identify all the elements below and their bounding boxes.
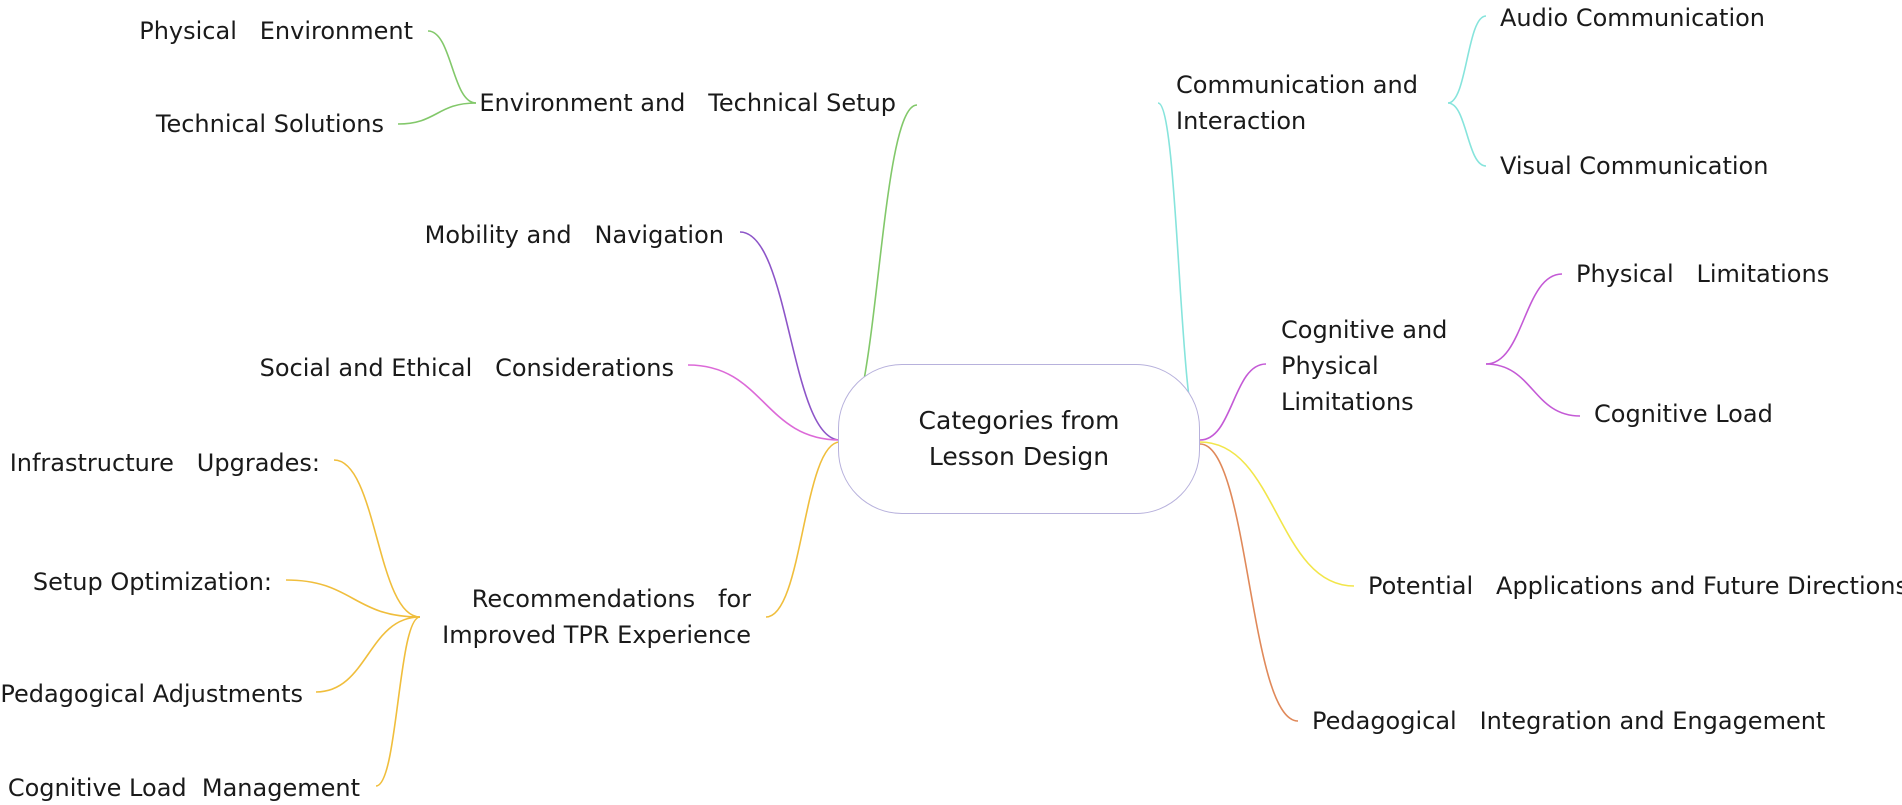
branch-pedagogical-integration: Pedagogical Integration and Engagement [1312, 707, 1826, 735]
branch-environment-technical-setup: Environment and Technical Setup [479, 89, 896, 117]
connector-environment-technical [397, 102, 477, 125]
connector-comm-audio [1447, 15, 1487, 104]
connector-reco-pedagogical [315, 616, 421, 693]
root-node: Categories from Lesson Design [838, 364, 1200, 514]
connector-root-mobility [739, 231, 841, 441]
branch-mobility-navigation: Mobility and Navigation [424, 221, 724, 249]
connector-cogphys-cognitive [1485, 363, 1581, 417]
connector-root-recommendations [765, 441, 841, 618]
connector-environment-physical [427, 30, 477, 104]
branch-communication-interaction: Communication and Interaction [1176, 71, 1418, 135]
leaf-audio-communication: Audio Communication [1500, 4, 1766, 32]
leaf-pedagogical-adjustments: Pedagogical Adjustments [0, 680, 303, 708]
connector-root-potential [1199, 441, 1355, 587]
branch-social-ethical-considerations: Social and Ethical Considerations [259, 354, 674, 382]
leaf-visual-communication: Visual Communication [1500, 152, 1769, 180]
connector-root-social [687, 364, 841, 441]
branch-cognitive-physical-limitations: Cognitive and Physical Limitations [1281, 316, 1448, 416]
connector-reco-cognitive [375, 616, 421, 787]
branch-recommendations-tpr: Recommendations for Improved TPR Experie… [442, 585, 751, 649]
leaf-physical-environment: Physical Environment [139, 17, 413, 45]
branch-potential-applications: Potential Applications and Future Direct… [1368, 572, 1902, 600]
connector-comm-visual [1447, 102, 1487, 167]
leaf-physical-limitations: Physical Limitations [1576, 260, 1830, 288]
connector-cogphys-physical [1485, 273, 1563, 365]
connector-root-cognitive-physical [1199, 363, 1267, 441]
leaf-technical-solutions: Technical Solutions [155, 110, 384, 138]
leaf-setup-optimization: Setup Optimization: [32, 568, 272, 596]
connector-root-pedagogical [1199, 443, 1299, 722]
connector-reco-infrastructure [333, 459, 421, 618]
connector-reco-setup [285, 579, 421, 618]
leaf-cognitive-load: Cognitive Load [1594, 400, 1773, 428]
leaf-infrastructure-upgrades: Infrastructure Upgrades: [9, 449, 320, 477]
leaf-cognitive-load-management: Cognitive Load Management [7, 774, 360, 802]
